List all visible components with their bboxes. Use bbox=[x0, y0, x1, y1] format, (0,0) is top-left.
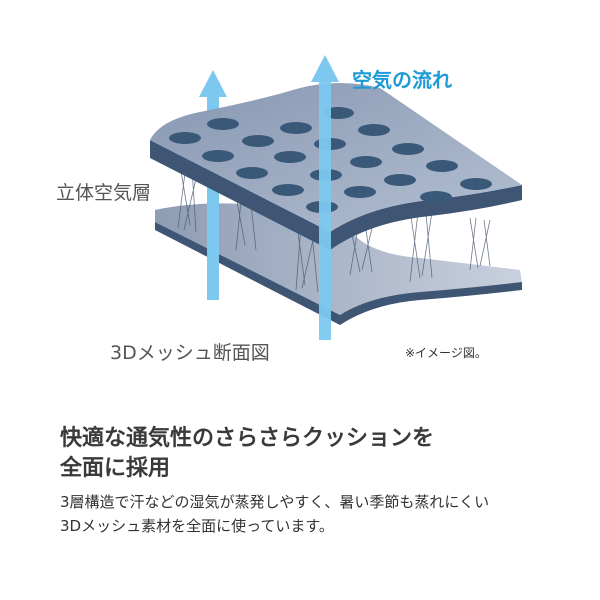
airflow-arrow-right bbox=[311, 55, 339, 340]
description-line-2: 3Dメッシュ素材を全面に使っています。 bbox=[60, 517, 334, 535]
description-line-1: 3層構造で汗などの湿気が蒸発しやすく、暑い季節も蒸れにくい bbox=[60, 493, 490, 511]
image-note: ※イメージ図。 bbox=[405, 346, 487, 360]
mesh-fibers bbox=[177, 164, 491, 293]
cross-section-label: 3Dメッシュ断面図 bbox=[110, 342, 270, 364]
headline-line-1: 快適な通気性のさらさらクッションを bbox=[60, 426, 435, 451]
airflow-label: 空気の流れ bbox=[352, 68, 452, 92]
mesh-holes bbox=[169, 107, 492, 213]
bottom-mesh-layer bbox=[155, 203, 522, 325]
mesh-cross-section-diagram bbox=[150, 55, 522, 340]
description: 3層構造で汗などの湿気が蒸発しやすく、暑い季節も蒸れにくい 3Dメッシュ素材を全… bbox=[60, 490, 489, 538]
headline-line-2: 全面に採用 bbox=[60, 456, 171, 481]
headline: 快適な通気性のさらさらクッションを 全面に採用 bbox=[60, 424, 434, 484]
air-layer-label: 立体空気層 bbox=[56, 182, 152, 204]
top-mesh-layer bbox=[150, 83, 522, 250]
